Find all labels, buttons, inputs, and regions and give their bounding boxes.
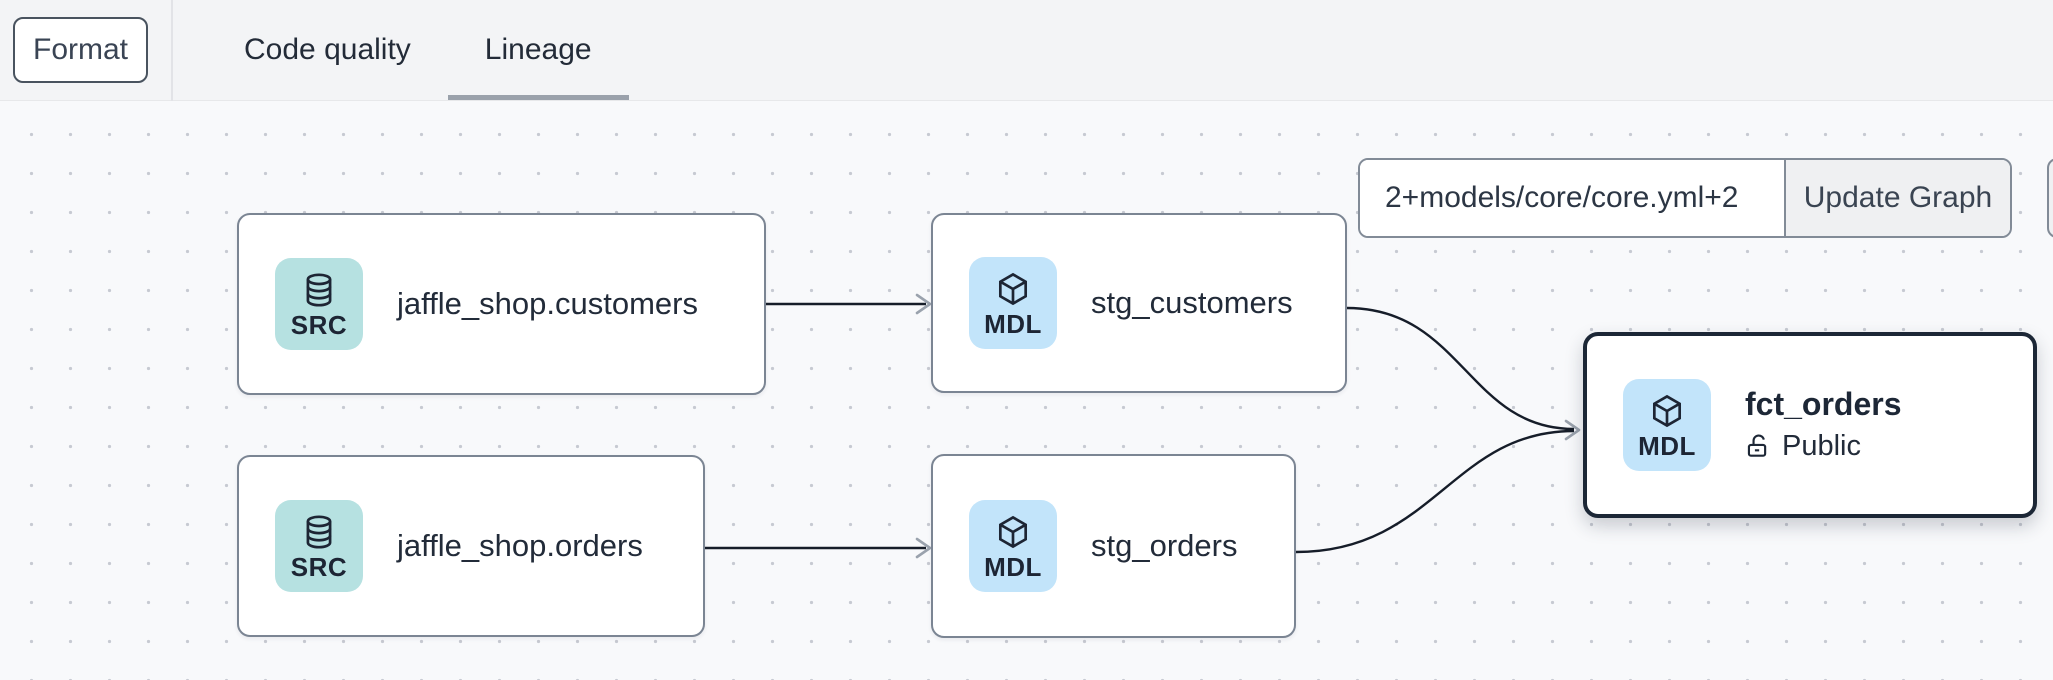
model-tile: MDL xyxy=(1623,379,1711,471)
node-type-badge: SRC xyxy=(290,309,348,340)
lineage-controls: 2+models/core/core.yml+2 Update Graph xyxy=(1358,158,2012,238)
node-model-stg-orders[interactable]: MDL stg_orders xyxy=(931,454,1296,638)
node-source-jaffle-shop-orders[interactable]: SRC jaffle_shop.orders xyxy=(237,455,705,637)
clipped-control[interactable] xyxy=(2047,158,2053,238)
node-label: jaffle_shop.customers xyxy=(397,286,698,321)
node-label: jaffle_shop.orders xyxy=(397,528,643,563)
model-selector-input[interactable]: 2+models/core/core.yml+2 xyxy=(1360,160,1784,236)
header-divider xyxy=(171,0,174,101)
source-tile: SRC xyxy=(275,258,363,350)
node-label: stg_orders xyxy=(1091,528,1238,563)
model-tile: MDL xyxy=(969,500,1057,592)
tab-lineage[interactable]: Lineage xyxy=(447,0,629,100)
cube-icon xyxy=(998,272,1028,305)
node-type-badge: MDL xyxy=(984,551,1042,582)
lock-open-icon xyxy=(1747,434,1767,457)
node-label: stg_customers xyxy=(1091,285,1293,320)
node-type-badge: MDL xyxy=(1638,430,1696,461)
update-graph-button[interactable]: Update Graph xyxy=(1784,160,2010,236)
tab-code-quality[interactable]: Code quality xyxy=(244,33,411,66)
tab-bar: Code quality Lineage xyxy=(207,0,629,100)
access-label: Public xyxy=(1782,430,1861,463)
access-row: Public xyxy=(1745,430,1902,463)
cube-icon xyxy=(1652,394,1682,427)
node-model-stg-customers[interactable]: MDL stg_customers xyxy=(931,213,1347,393)
database-icon xyxy=(306,514,332,549)
database-icon xyxy=(306,272,332,307)
model-tile: MDL xyxy=(969,257,1057,349)
node-source-jaffle-shop-customers[interactable]: SRC jaffle_shop.customers xyxy=(237,213,766,395)
node-type-badge: SRC xyxy=(290,551,348,582)
node-type-badge: MDL xyxy=(984,308,1042,339)
node-model-fct-orders[interactable]: MDL fct_orders Public xyxy=(1583,332,2037,518)
format-button[interactable]: Format xyxy=(13,17,149,83)
source-tile: SRC xyxy=(275,500,363,592)
editor-header: Format Code quality Lineage xyxy=(0,0,2053,101)
cube-icon xyxy=(998,515,1028,548)
node-label: fct_orders xyxy=(1745,385,1902,422)
node-text-column: fct_orders Public xyxy=(1745,385,1902,463)
